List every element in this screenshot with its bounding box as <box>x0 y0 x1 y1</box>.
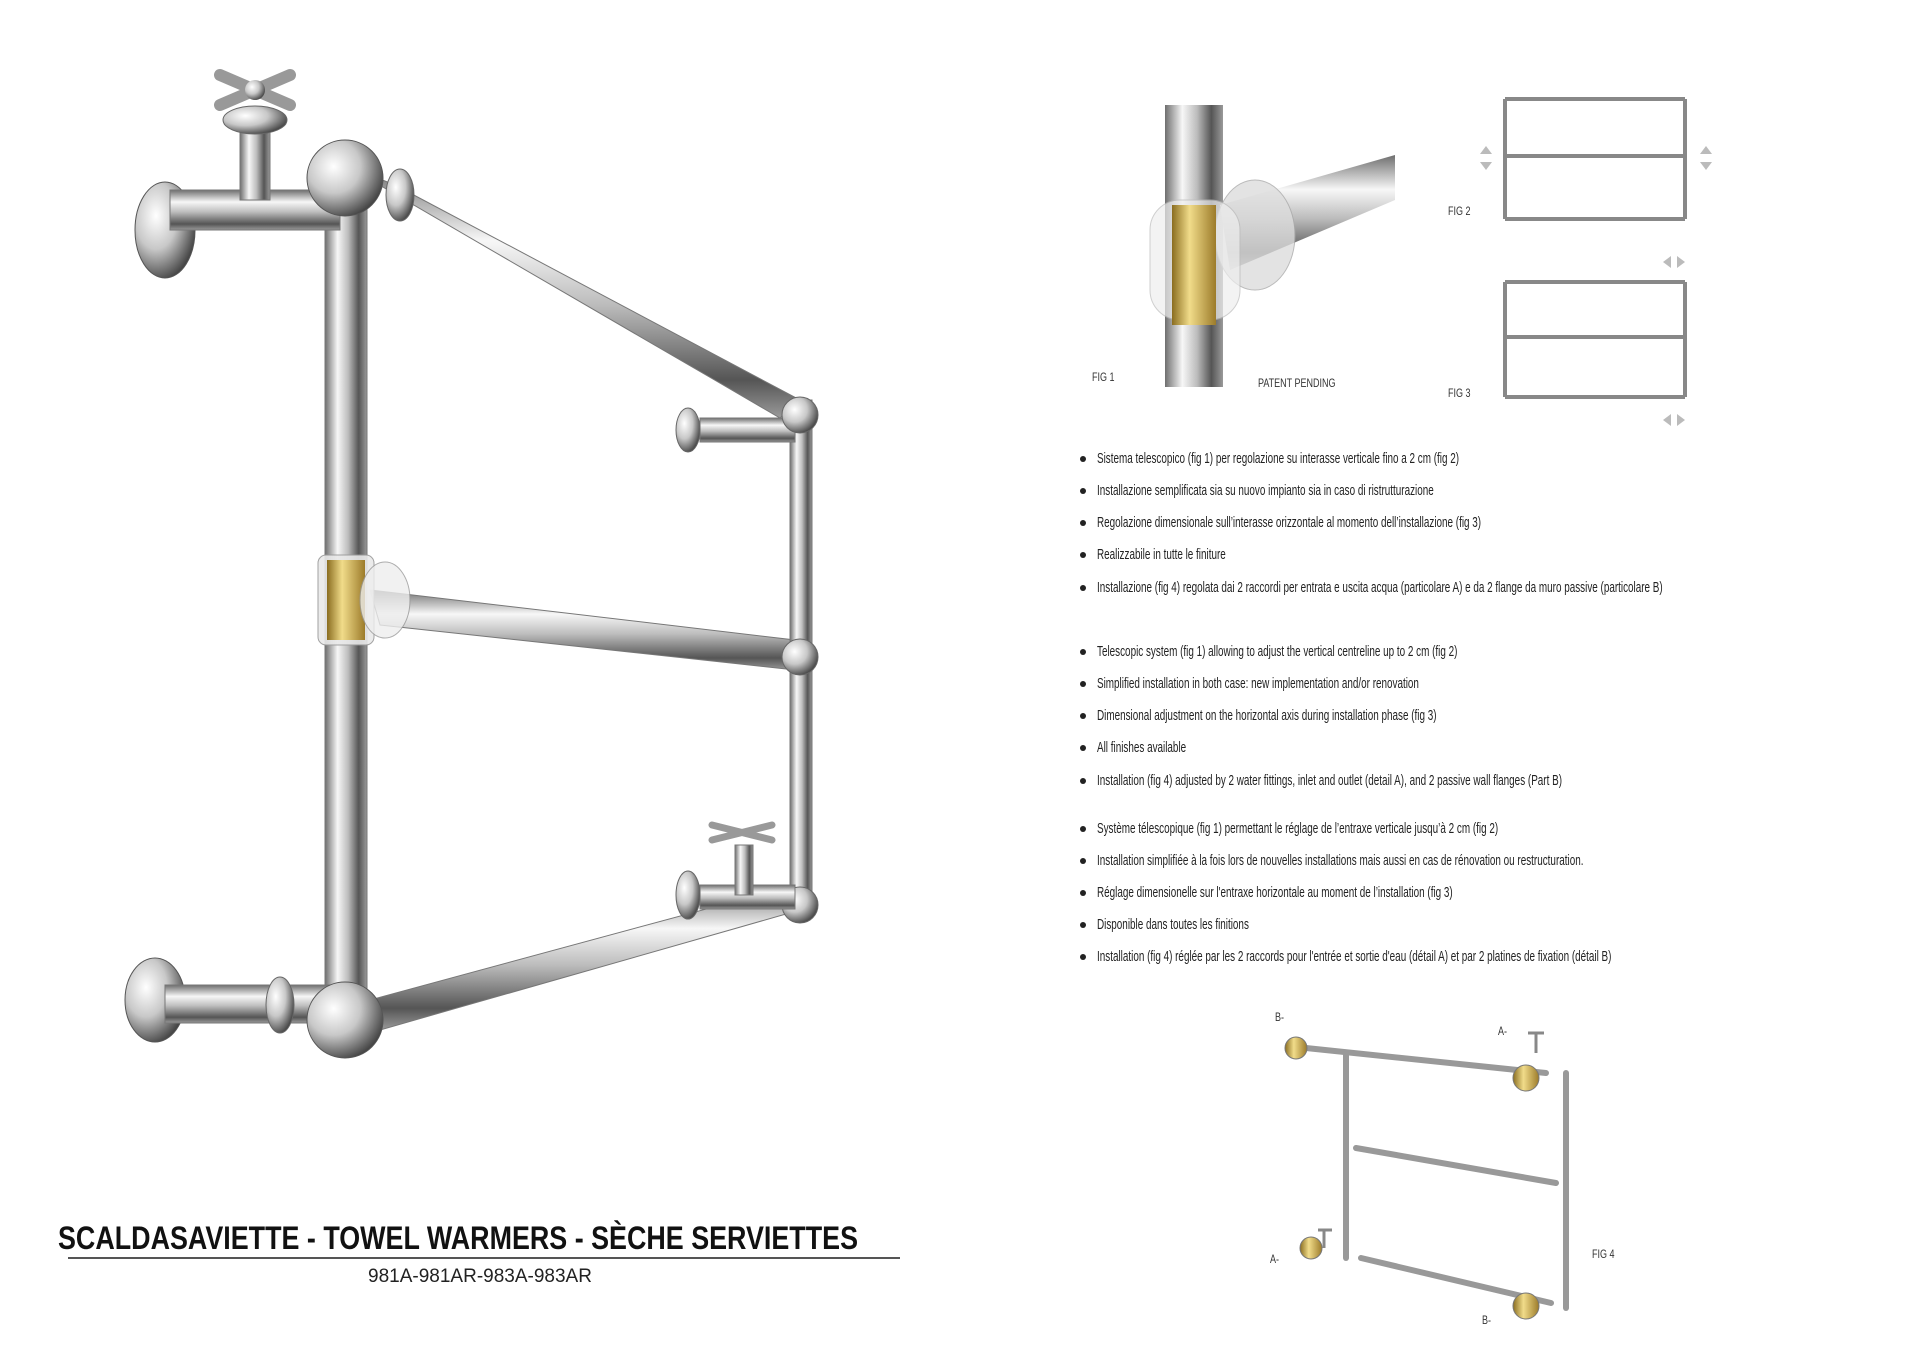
fig4-callout-a-bottom: A- <box>1270 1252 1279 1266</box>
fig2-vertical-adjustment-diagram <box>1480 97 1712 221</box>
fig2-label: FIG 2 <box>1448 204 1471 218</box>
patent-pending-label: PATENT PENDING <box>1258 376 1336 390</box>
fig4-label: FIG 4 <box>1592 1247 1615 1261</box>
towel-warmer-product-image <box>124 69 819 1059</box>
fig3-horizontal-adjustment-diagram <box>1503 256 1687 426</box>
fig1-telescopic-joint-image <box>1149 105 1395 387</box>
fig3-label: FIG 3 <box>1448 386 1471 400</box>
title-divider <box>68 1257 900 1259</box>
page-title: SCALDASAVIETTE - TOWEL WARMERS - SÈCHE S… <box>58 1220 859 1256</box>
fig1-label: FIG 1 <box>1092 370 1115 384</box>
fig4-callout-b-bottom: B- <box>1482 1313 1491 1327</box>
fig4-installation-diagram <box>1284 1031 1569 1320</box>
model-codes: 981A-981AR-983A-983AR <box>368 1266 592 1287</box>
fig4-callout-a-top: A- <box>1498 1024 1507 1038</box>
fig4-callout-b-top: B- <box>1275 1010 1284 1024</box>
